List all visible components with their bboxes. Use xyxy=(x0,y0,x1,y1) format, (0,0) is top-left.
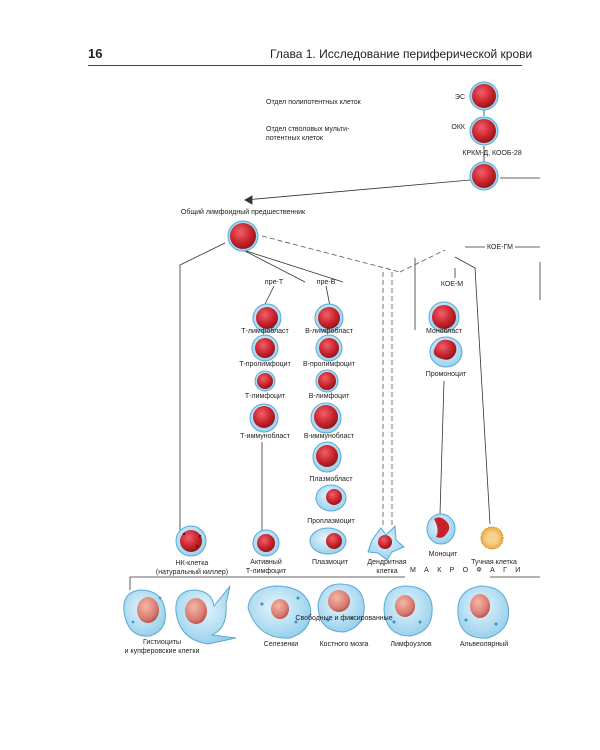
common-lymphoid-cell xyxy=(227,220,259,252)
label-monoblast: Монобласт xyxy=(426,328,462,335)
monocyte-cell xyxy=(426,513,456,545)
label-es: ЭС xyxy=(454,94,465,101)
promonocyte-cell xyxy=(429,336,463,368)
b-lymphocyte-cell xyxy=(315,369,339,393)
label-koe-gm: КОЕ-ГМ xyxy=(487,244,513,251)
alveolar-macrophage-cell xyxy=(457,585,510,639)
label-alveolar: Альвеолярный xyxy=(459,641,509,648)
t-lymphocyte-cell xyxy=(254,370,276,392)
label-krkm: КРКМ-Д, КООБ-28 xyxy=(462,150,522,157)
label-koe-m: КОЕ-М xyxy=(440,281,464,288)
label-b-lymphocyte: В-лимфоцит xyxy=(308,393,350,400)
label-pluripotent: Отдел полипотентных клеток xyxy=(266,99,361,106)
label-b-prolymphocyte: В-пролимфоцит xyxy=(302,361,356,368)
plasmablast-cell xyxy=(312,441,342,473)
es-cell xyxy=(469,81,499,111)
label-nk-line2: (натуральный киллер) xyxy=(155,569,229,576)
label-mast-cell: Тучная клетка xyxy=(471,559,517,566)
header-rule xyxy=(88,65,522,66)
dendritic-cell xyxy=(367,524,405,561)
nk-cell xyxy=(175,525,207,557)
b-lymphoblast-cell xyxy=(314,303,344,333)
label-stem-line1: Отдел стволовых мульти- xyxy=(266,126,350,133)
t-prolymphocyte-cell xyxy=(251,334,279,362)
label-t-lymphocyte: Т-лимфоцит xyxy=(244,393,286,400)
t-lymphoblast-cell xyxy=(252,303,282,333)
mast-cell xyxy=(480,526,504,550)
b-immunoblast-cell xyxy=(310,402,342,434)
proplasmocyte-cell xyxy=(315,484,347,512)
label-bone-marrow: Костного мозга xyxy=(319,641,369,648)
page-header: 16 Глава 1. Исследование периферической … xyxy=(0,0,600,80)
page-number: 16 xyxy=(88,46,103,61)
lymph-node-macrophage-cell xyxy=(383,585,433,637)
active-t-cell xyxy=(252,529,280,557)
b-prolymphocyte-cell xyxy=(315,334,343,362)
label-lymph-nodes: Лимфоузлов xyxy=(390,641,432,648)
label-histio-line2: и купферовские клетки xyxy=(124,648,200,655)
label-free-fixed: Свободные и фиксированные xyxy=(295,615,393,622)
label-active-t-line2: Т-лимфоцит xyxy=(245,568,287,575)
plasmocyte-cell xyxy=(309,527,347,555)
chapter-title: Глава 1. Исследование периферической кро… xyxy=(270,47,533,61)
t-immunoblast-cell xyxy=(249,403,279,433)
label-proplasmocyte: Проплазмоцит xyxy=(307,518,355,525)
label-plasmocyte: Плазмоцит xyxy=(312,559,348,566)
label-dendritic-line1: Дендритная xyxy=(367,559,407,566)
label-spleen: Селезенки xyxy=(263,641,299,648)
label-active-t-line1: Активный xyxy=(250,559,282,566)
bone-marrow-macrophage-cell xyxy=(317,583,365,633)
label-histio-line1: Гистиоциты xyxy=(143,639,181,646)
label-nk-line1: НК-клетка xyxy=(175,560,209,567)
label-monocyte: Моноцит xyxy=(428,551,458,558)
monoblast-cell xyxy=(428,301,460,333)
label-pre-b: пре-В xyxy=(316,279,336,286)
dashed-lines xyxy=(261,235,446,525)
label-promonocyte: Промоноцит xyxy=(425,371,467,378)
macrophages-heading: М А К Р О Ф А Г И xyxy=(406,567,528,574)
label-t-immunoblast: Т-иммунобласт xyxy=(240,433,290,440)
label-okk: ОКК xyxy=(451,124,465,131)
okk-cell xyxy=(469,116,499,146)
spleen-macrophage-cell xyxy=(247,585,312,639)
label-plasmablast: Плазмобласт xyxy=(309,476,353,483)
connector-lines xyxy=(129,110,541,590)
label-common-lymphoid: Общий лимфоидный предшественник xyxy=(180,209,306,216)
label-t-prolymphocyte: Т-пролимфоцит xyxy=(239,361,291,368)
label-b-immunoblast: В-иммунобласт xyxy=(303,433,355,440)
label-t-lymphoblast: Т-лимфобласт xyxy=(241,328,289,335)
krkm-cell xyxy=(469,161,499,191)
histiocyte-cell-1 xyxy=(123,589,166,637)
label-dendritic-line2: клетка xyxy=(376,568,398,575)
label-stem-line2: потентных клеток xyxy=(266,135,323,142)
label-pre-t: пре-Т xyxy=(264,279,284,286)
histiocyte-cell-2 xyxy=(175,585,237,645)
label-b-lymphoblast: В-лимфобласт xyxy=(305,328,353,335)
